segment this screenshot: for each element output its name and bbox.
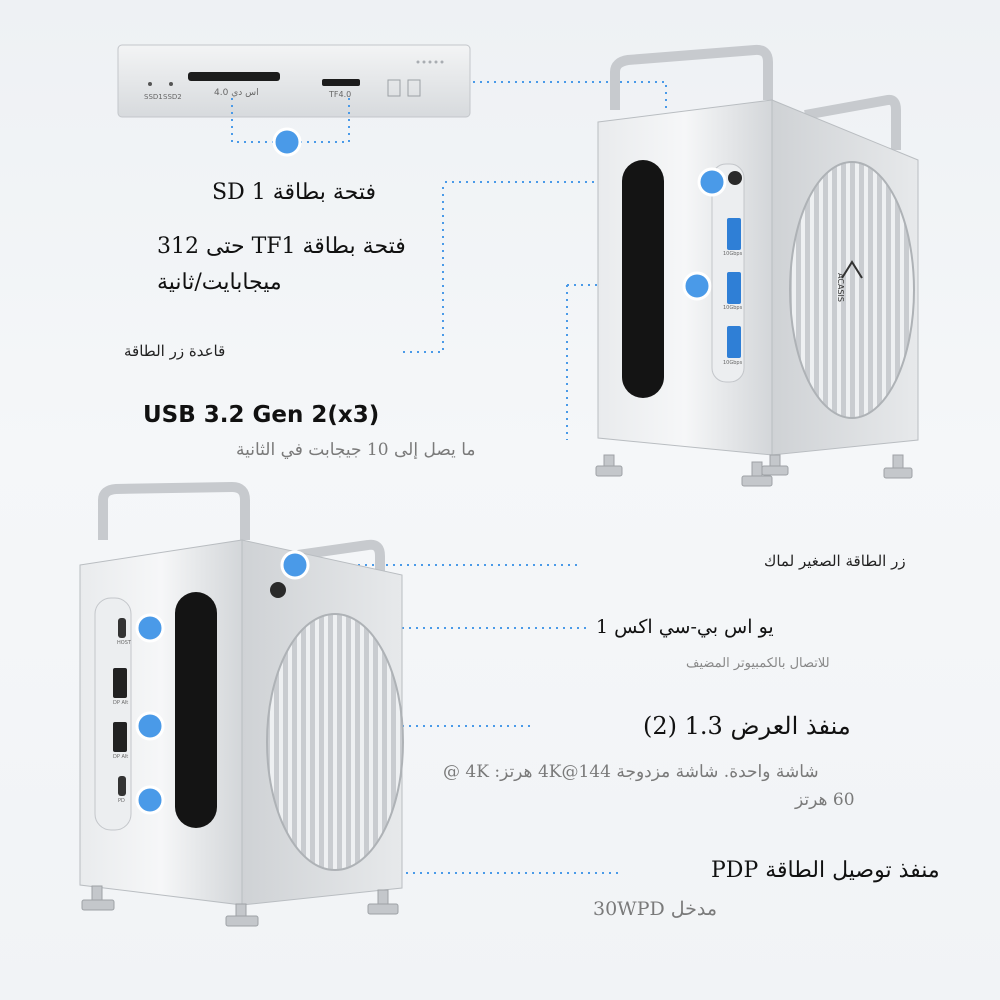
usb-subtitle: ما يصل إلى 10 جيجابت في الثانية — [236, 440, 476, 460]
ssd1-label: SSD1 — [144, 93, 163, 101]
tf-slot-marking: TF4.0 — [329, 90, 352, 99]
tf-slot-title-line1: فتحة بطاقة TF1 حتى 312 — [157, 234, 406, 259]
displayport-subtitle-line2: 60 هرتز — [795, 790, 855, 810]
dp-marking-2: DP Alt — [113, 754, 129, 760]
usb-speed-marking-2: 10Gbps — [723, 305, 743, 311]
usb-speed-marking-3: 10Gbps — [723, 360, 743, 366]
sd-slot-title: فتحة بطاقة 1 SD — [212, 180, 377, 205]
dp-marking-1: DP Alt — [113, 700, 129, 706]
ssd2-label: SSD2 — [163, 93, 182, 101]
device-bottom-left — [79, 481, 404, 927]
usb-speed-marking-1: 10Gbps — [723, 251, 743, 257]
mac-power-button-label: زر الطاقة الصغير لماك — [764, 552, 906, 570]
tf-slot-title-line2: ميجابايت/ثانية — [157, 270, 282, 295]
host-marking: HOST — [117, 640, 131, 646]
callout-dots — [135, 127, 727, 815]
brand-logo-text: ACASIS — [835, 273, 845, 302]
sd-slot-marking: اس دي 4.0 — [214, 88, 259, 98]
pd-marking: PD — [118, 798, 125, 804]
power-button-base-label: قاعدة زر الطاقة — [124, 342, 226, 360]
device-top-right — [595, 44, 919, 487]
top-front-panel — [117, 44, 471, 118]
usbc-subtitle: للاتصال بالكمبيوتر المضيف — [686, 656, 830, 671]
pd-subtitle: مدخل 30WPD — [593, 898, 718, 920]
usbc-title: يو اس بي-سي اكس 1 — [596, 616, 774, 638]
displayport-subtitle-line1: شاشة واحدة. شاشة مزدوجة 144@4K هرتز: 4K … — [443, 762, 819, 782]
pd-title: منفذ توصيل الطاقة PDP — [711, 858, 940, 883]
usb-title: USB 3.2 Gen 2(x3) — [143, 402, 380, 428]
displayport-title: منفذ العرض 1.3 (2) — [643, 712, 851, 740]
